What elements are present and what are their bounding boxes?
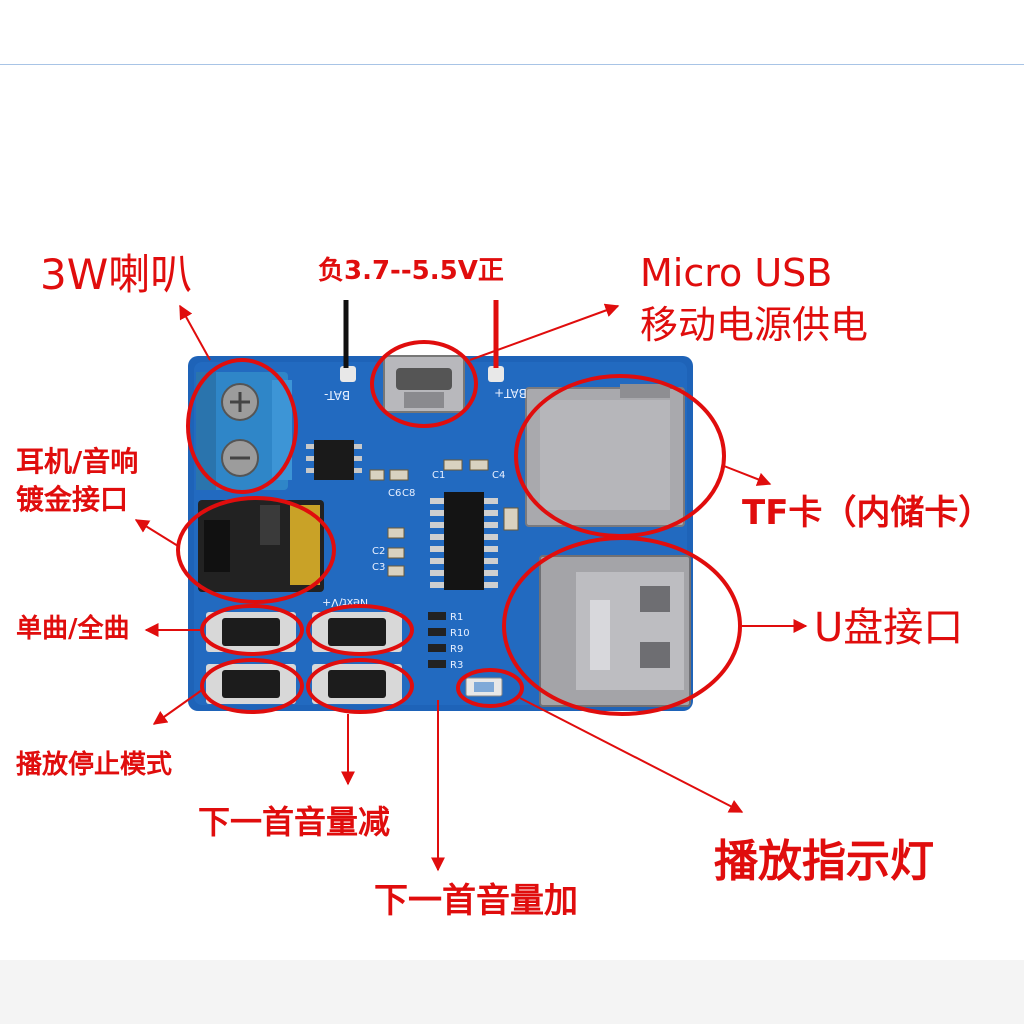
label-single-all: 单曲/全曲 <box>16 614 130 644</box>
label-micro-usb-title: Micro USB <box>640 251 833 295</box>
arrow-earphone <box>134 519 179 547</box>
micro-usb-connector <box>383 355 465 413</box>
silk-r3: R3 <box>450 660 464 671</box>
label-power-polarity: 负3.7--5.5V正 <box>318 256 504 286</box>
arrow-speaker <box>179 304 211 361</box>
arrow-tf <box>723 465 772 486</box>
label-earphone-line1: 耳机/音响 <box>16 445 139 478</box>
bat-minus-pad <box>340 366 356 382</box>
arrow-usb <box>469 303 620 361</box>
label-next-vol-up: 下一首音量加 <box>374 881 578 921</box>
circle-tf <box>514 374 726 538</box>
main-ic <box>430 492 498 590</box>
label-tf-card: TF卡（内储卡） <box>742 493 993 533</box>
arrow-indicator <box>519 697 744 813</box>
silk-c3: C3 <box>372 562 386 573</box>
circle-jack <box>176 496 336 604</box>
silk-r1: R1 <box>450 612 464 623</box>
silk-c2: C2 <box>372 546 386 557</box>
circle-led <box>456 668 524 708</box>
arrow-play <box>152 689 203 725</box>
circle-btn2 <box>306 604 414 656</box>
label-micro-usb-desc: 移动电源供电 <box>640 303 869 347</box>
label-speaker: 3W喇叭 <box>40 250 193 299</box>
silk-c1: C1 <box>432 470 446 481</box>
silk-r9: R9 <box>450 644 464 655</box>
screw-terminal <box>196 372 292 490</box>
circle-btn3 <box>200 658 304 714</box>
small-ic <box>314 440 354 480</box>
circle-btn4 <box>306 658 414 714</box>
label-usb-port: U盘接口 <box>814 605 964 651</box>
circle-usb-a <box>502 536 742 716</box>
label-play-pause: 播放停止模式 <box>16 750 173 780</box>
label-next-vol-down: 下一首音量减 <box>198 803 391 841</box>
audio-jack <box>198 500 324 592</box>
bottom-band <box>0 960 1024 1024</box>
circle-btn1 <box>200 604 304 656</box>
label-earphone-line2: 镀金接口 <box>16 483 129 516</box>
silk-r10: R10 <box>450 628 470 639</box>
tact-buttons <box>206 612 402 704</box>
top-divider-line <box>0 64 1024 65</box>
bat-plus-pad <box>488 366 504 382</box>
silk-c6: C6 <box>388 488 402 499</box>
label-indicator: 播放指示灯 <box>714 836 934 887</box>
circle-terminal <box>186 358 298 494</box>
circle-usb <box>370 340 478 428</box>
tf-card-slot <box>525 384 685 527</box>
usb-a-port <box>539 555 691 707</box>
silk-c8: C8 <box>402 488 416 499</box>
silk-c4: C4 <box>492 470 506 481</box>
